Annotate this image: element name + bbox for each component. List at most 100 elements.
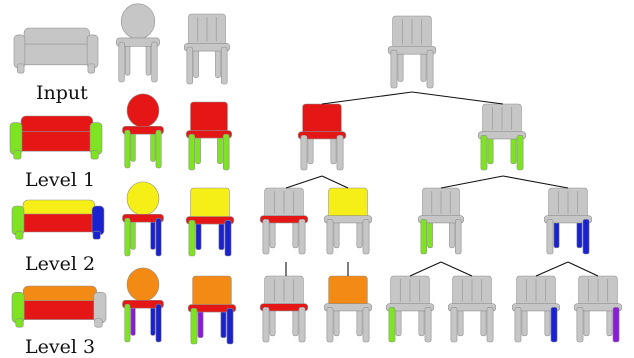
chair-front-leg-right	[363, 307, 369, 342]
chair-back	[329, 188, 368, 218]
tree-l3-front-leg-a	[386, 276, 434, 342]
sofa-arm-right	[87, 35, 98, 68]
sofa-foot	[16, 319, 24, 327]
sofa-foot	[88, 64, 95, 73]
chair-front-leg-left	[191, 308, 197, 344]
chair-front-leg-right	[223, 134, 229, 170]
chair-front-leg-right	[613, 307, 619, 342]
level1-ornate-chair	[122, 94, 163, 168]
sofa-arm-right	[94, 292, 106, 322]
chair-front-leg-left	[391, 50, 397, 88]
chair-back	[303, 104, 342, 134]
chair-front-leg-left	[327, 307, 333, 342]
sofa-arm-right	[92, 206, 104, 235]
sofa-foot	[16, 231, 23, 239]
tree-l3-back-leg-a	[512, 276, 560, 342]
tree-l3-back-leg-b	[574, 276, 622, 342]
shapes-layer	[10, 4, 622, 344]
chair-front-leg-left	[301, 135, 307, 170]
sofa-seat	[15, 131, 96, 151]
input-sofa	[14, 28, 98, 73]
sofa-foot	[14, 150, 21, 159]
chair-front-leg-left	[421, 219, 427, 254]
sofa-foot	[91, 150, 98, 159]
chair-front-leg-left	[263, 307, 269, 342]
edge-l1b-l2c	[441, 176, 503, 188]
level3-chair	[188, 276, 236, 344]
tree-l2-front-legs	[418, 188, 463, 254]
chair-back	[127, 182, 159, 215]
sofa-foot	[93, 231, 100, 239]
tree-l1-legs	[478, 104, 526, 170]
chair-front-leg-right	[156, 304, 161, 342]
input-ornate-chair	[116, 4, 159, 82]
chair-front-leg-right	[425, 307, 431, 342]
edge-l2c-l3d	[441, 262, 472, 276]
level2-ornate-chair	[122, 182, 163, 256]
chair-front-leg-left	[327, 219, 333, 254]
label-level-2: Level 2	[25, 253, 95, 275]
chair-front-leg-right	[221, 47, 227, 84]
chair-front-leg-left	[451, 307, 457, 342]
chair-front-leg-right	[225, 220, 231, 256]
tree-l2-back	[324, 188, 372, 254]
edge-l1a-l2b	[322, 176, 348, 188]
chair-front-leg-right	[583, 219, 589, 254]
chair-front-leg-left	[189, 134, 195, 170]
chair-front-leg-right	[152, 42, 158, 82]
chair-front-leg-right	[455, 219, 461, 254]
label-input: Input	[36, 82, 88, 104]
sofa-foot	[17, 64, 24, 73]
tree-l1-seat-back	[298, 104, 346, 170]
label-level-3: Level 3	[25, 336, 95, 358]
tree-root-chair	[388, 16, 436, 88]
chair-front-leg-left	[119, 42, 125, 82]
sofa-seat	[17, 214, 98, 232]
tree-l3-back	[324, 276, 372, 342]
edge-l1a-l2a	[286, 176, 322, 188]
sofa-arm-left	[12, 292, 24, 322]
sofa-seat	[18, 44, 92, 65]
chair-front-leg-left	[389, 307, 395, 342]
chair-front-leg-right	[517, 135, 523, 170]
chair-front-leg-left	[515, 307, 521, 342]
chair-front-leg-left	[263, 219, 269, 254]
chair-front-leg-left	[125, 130, 130, 168]
level1-chair	[186, 102, 231, 170]
label-level-1: Level 1	[25, 169, 95, 191]
sofa-arm-left	[10, 123, 22, 155]
chair-front-leg-right	[337, 135, 343, 170]
chair-back	[329, 276, 368, 306]
chair-front-leg-right	[551, 307, 557, 342]
edge-root-l1a	[322, 92, 412, 104]
edge-l1b-l2d	[503, 176, 568, 188]
sofa-seat	[17, 301, 100, 320]
edge-root-l1b	[412, 92, 503, 104]
level3-sofa	[12, 286, 106, 327]
chair-front-leg-right	[156, 218, 161, 256]
tree-l2-seat	[260, 188, 308, 254]
level2-chair	[186, 188, 234, 256]
chair-back	[191, 188, 230, 219]
sofa-arm-left	[12, 206, 24, 235]
edge-l2c-l3c	[410, 262, 441, 276]
chair-front-leg-left	[125, 304, 130, 342]
level3-ornate-chair	[122, 268, 163, 342]
level2-sofa	[12, 200, 104, 239]
sofa-foot	[95, 319, 103, 327]
chair-front-leg-left	[187, 47, 193, 84]
chair-front-leg-left	[481, 135, 487, 170]
chair-back	[127, 268, 159, 301]
chair-front-leg-right	[363, 219, 369, 254]
chair-front-leg-right	[427, 50, 433, 88]
sofa-arm-left	[14, 35, 25, 68]
input-chair	[184, 14, 229, 84]
sofa-arm-right	[90, 123, 102, 155]
level1-sofa	[10, 116, 102, 159]
chair-back	[191, 102, 228, 133]
tree-l3-front-leg-b	[448, 276, 496, 342]
chair-front-leg-right	[299, 219, 305, 254]
chair-back	[193, 276, 232, 307]
chair-front-leg-left	[189, 220, 195, 256]
